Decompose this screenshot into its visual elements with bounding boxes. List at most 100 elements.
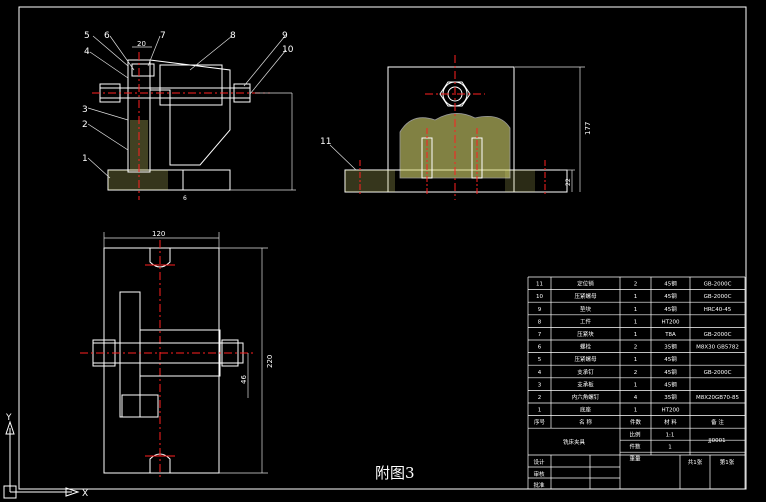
- leader-5: [92, 35, 129, 67]
- bom-cell-name: 底座: [580, 406, 592, 414]
- bom-cell-name: 压紧螺母: [574, 355, 597, 363]
- side-base-hatch-right: [505, 170, 535, 192]
- plan-base: [103, 247, 220, 474]
- top-view: 120 220 46: [80, 230, 274, 480]
- bom-cell-note: HRC40-45: [704, 307, 732, 313]
- bom-cell-material: HT200: [662, 319, 680, 325]
- leader-1: [87, 157, 111, 179]
- bom-cell-qty: 1: [634, 319, 638, 325]
- tb-scale-label: 比例: [629, 431, 641, 439]
- part-label-3: 3: [82, 105, 88, 115]
- bom-cell-name: 压紧螺母: [574, 292, 597, 300]
- bom-header-note: 备 注: [711, 418, 724, 426]
- bom-cell-name: 工件: [580, 317, 592, 325]
- bom-cell-no: 5: [538, 357, 542, 363]
- leader-2: [87, 123, 129, 151]
- right-nut: [233, 83, 251, 103]
- tb-designer: 设计: [533, 458, 545, 466]
- bom-cell-qty: 1: [634, 294, 638, 300]
- bom-cell-note: M8X20GB70-85: [696, 395, 740, 401]
- part-label-1: 1: [82, 154, 88, 164]
- bom-cell-qty: 1: [634, 332, 638, 338]
- bom-cell-qty: 2: [634, 370, 638, 376]
- bom-cell-no: 9: [538, 307, 542, 313]
- base-hatch: [108, 170, 168, 190]
- bom-cell-material: 45钢: [664, 280, 677, 288]
- ucs-x-label: X: [82, 489, 88, 499]
- bom-cell-name: 支承钉: [577, 368, 594, 376]
- tb-drawing-code: JJ0001: [707, 438, 725, 444]
- bom-cell-name: 压紧块: [577, 330, 594, 338]
- ucs-y-label: Y: [5, 413, 12, 423]
- bom-cell-no: 4: [538, 370, 542, 376]
- bom-cell-note: GB-2000C: [704, 332, 732, 338]
- dim-text-46: 46: [240, 375, 248, 384]
- bom-cell-qty: 2: [634, 345, 638, 351]
- bom-cell-qty: 1: [634, 357, 638, 363]
- bom-cell-no: 7: [538, 332, 542, 338]
- leader-6: [109, 35, 135, 71]
- dim-text-6: 6: [183, 195, 187, 202]
- dim-text-120: 120: [152, 230, 165, 238]
- plan-support: [119, 291, 141, 418]
- bom-cell-note: GB-2000C: [704, 370, 732, 376]
- bom-cell-qty: 1: [634, 307, 638, 313]
- bom-cell-qty: 1: [634, 408, 638, 414]
- tb-weight-label: 重量: [629, 455, 641, 463]
- leader-4: [89, 51, 129, 79]
- part-label-8: 8: [230, 31, 236, 41]
- bom-header-qty: 件数: [630, 418, 642, 426]
- ucs-icon: Y X: [3, 413, 88, 499]
- leader-3: [87, 107, 129, 121]
- plan-clamp-block: [121, 394, 159, 418]
- clamp-body: [159, 64, 223, 106]
- leader-7: [147, 35, 161, 67]
- bom-cell-note: GB-2000C: [704, 294, 732, 300]
- tb-count-value: 1: [668, 445, 672, 451]
- bom-cell-name: 垫块: [580, 305, 592, 313]
- dim-text-220: 220: [266, 355, 274, 368]
- bom-cell-no: 10: [536, 294, 543, 300]
- bom-cell-name: 螺栓: [580, 343, 592, 351]
- tb-count-label: 件数: [629, 443, 641, 451]
- part-label-7: 7: [160, 31, 166, 41]
- bom-header-material: 材 料: [664, 418, 677, 426]
- bom-cell-no: 2: [538, 395, 542, 401]
- bom-cell-material: 45钢: [664, 380, 677, 388]
- ucs-x-arrow: [65, 487, 80, 497]
- bom-cell-name: 内六角螺钉: [572, 393, 600, 401]
- leader-11: [329, 144, 357, 171]
- ucs-y-arrow: [5, 420, 15, 435]
- side-base-hatch-left: [345, 170, 395, 192]
- tb-assembly-name: 铣床夹具: [563, 438, 586, 446]
- bom-cell-material: 45钢: [664, 355, 677, 363]
- front-view: 5 6 7 8 9 10 4 3 2 1 20 6: [82, 31, 296, 202]
- bom-cell-name: 支承板: [577, 380, 594, 388]
- ucs-origin-box: [3, 485, 17, 499]
- part-label-2: 2: [82, 120, 88, 130]
- bom-cell-note: M8X30 GB5782: [696, 345, 739, 351]
- plan-nut-right: [221, 339, 239, 367]
- base-right: [182, 169, 231, 191]
- bom-cell-qty: 2: [634, 282, 638, 288]
- bom-cell-material: 35钢: [664, 343, 677, 351]
- bom-cell-no: 8: [538, 319, 542, 325]
- part-label-4: 4: [84, 47, 90, 57]
- bom-cell-no: 1: [538, 408, 542, 414]
- part-label-10: 10: [282, 45, 294, 55]
- leader-8: [189, 35, 233, 71]
- bom-cell-material: HT200: [662, 408, 680, 414]
- top-screw: [131, 63, 155, 77]
- bom-cell-no: 11: [536, 282, 543, 288]
- bom-cell-no: 3: [538, 382, 542, 388]
- bom-cell-no: 6: [538, 345, 542, 351]
- part-label-5: 5: [84, 31, 90, 41]
- side-view: 11 177 22: [320, 55, 592, 200]
- dim-text-177: 177: [584, 122, 592, 135]
- tb-scale-value: 1:1: [666, 433, 675, 439]
- bom-cell-material: 45钢: [664, 305, 677, 313]
- bom-cell-note: GB-2000C: [704, 282, 732, 288]
- leader-10: [249, 49, 287, 95]
